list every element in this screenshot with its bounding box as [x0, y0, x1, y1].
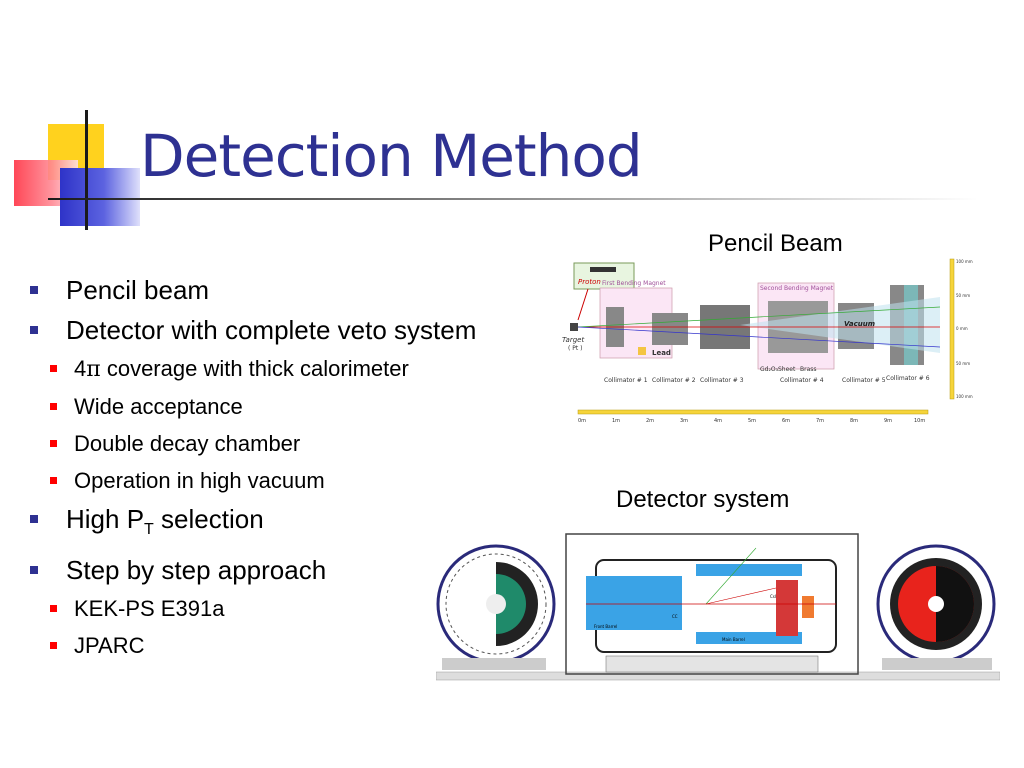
svg-text:100 mm: 100 mm: [956, 259, 973, 264]
detector-front-view: [436, 544, 556, 670]
bullet-pencil-beam: Pencil beam: [30, 270, 550, 310]
sub-bullet-decay-chamber: Double decay chamber: [30, 425, 550, 462]
bullet-step-approach: Step by step approach: [30, 550, 550, 590]
side-scale-labels: 100 mm 50 mm 0 mm 50 mm 100 mm: [956, 259, 973, 399]
csi-label: CsI: [770, 594, 776, 599]
main-barrel-label: Main Barrel: [722, 637, 745, 642]
bullet-list: Pencil beam Detector with complete veto …: [30, 270, 550, 664]
sub-bullet-vacuum: Operation in high vacuum: [30, 462, 550, 499]
target-material-label: ( Pt ): [568, 345, 582, 352]
svg-text:0 mm: 0 mm: [956, 326, 968, 331]
main-barrel-top: [696, 564, 802, 576]
proton-label: Proton: [578, 278, 601, 286]
vacuum-beam: [740, 297, 940, 353]
sub-bullet-coverage: 4π coverage with thick calorimeter: [30, 350, 550, 388]
cc-block: [802, 596, 814, 618]
pencil-beam-diagram: Proton Target ( Pt ) First Bending Magne…: [562, 258, 973, 424]
csi-block: [776, 580, 798, 636]
length-scale-bar: [577, 409, 929, 415]
svg-text:5m: 5m: [748, 418, 756, 424]
svg-text:4m: 4m: [714, 418, 722, 424]
svg-text:7m: 7m: [816, 418, 824, 424]
svg-text:0m: 0m: [578, 418, 586, 424]
side-scale-bar: [949, 258, 955, 400]
svg-text:100 mm: 100 mm: [956, 394, 973, 399]
sub-bullet-kek: KEK-PS E391a: [30, 590, 550, 627]
sheet-label: Gd₂O₃Sheet: [760, 366, 796, 373]
length-scale-labels: 0m 1m 2m 3m 4m 5m 6m 7m 8m 9m 10m: [578, 418, 925, 424]
svg-text:3m: 3m: [680, 418, 688, 424]
pencil-beam-caption: Pencil Beam: [708, 230, 843, 257]
sub-bullet-jparc: JPARC: [30, 627, 550, 664]
sub-bullet-acceptance: Wide acceptance: [30, 388, 550, 425]
front-barrel-label: Front Barrel: [594, 624, 617, 629]
svg-text:10m: 10m: [914, 418, 925, 424]
target-label: Target: [562, 336, 584, 344]
detector-side-view: Front Barrel Main Barrel CsI CC: [565, 533, 859, 675]
decor-blue-square: [60, 168, 140, 226]
slide-title: Detection Method: [140, 122, 643, 190]
svg-text:8m: 8m: [850, 418, 858, 424]
svg-text:50 mm: 50 mm: [956, 293, 970, 298]
bullet-high-pt: High PT selection: [30, 499, 550, 550]
brass-label: Brass: [800, 366, 817, 373]
collimator-label-6: Collimator # 6: [886, 375, 930, 382]
svg-text:50 mm: 50 mm: [956, 361, 970, 366]
svg-text:6m: 6m: [782, 418, 790, 424]
title-underline: [48, 198, 978, 200]
first-magnet-label: First Bending Magnet: [602, 280, 666, 287]
svg-text:2m: 2m: [646, 418, 654, 424]
collimator-label-4: Collimator # 4: [780, 377, 824, 384]
cc-label: CC: [672, 614, 678, 619]
target-block: [570, 323, 578, 331]
detector-diagram: Front Barrel Main Barrel CsI CC: [436, 533, 1000, 681]
detector-rear-view: [876, 544, 996, 670]
lead-label: Lead: [652, 349, 671, 357]
second-magnet-label: Second Bending Magnet: [760, 285, 834, 292]
decor-vertical-line: [85, 110, 88, 230]
bullet-veto-system: Detector with complete veto system: [30, 310, 550, 350]
svg-text:1m: 1m: [612, 418, 620, 424]
detector-caption: Detector system: [616, 486, 790, 513]
vacuum-label: Vacuum: [844, 320, 875, 328]
collimator-label-1: Collimator # 1: [604, 377, 648, 384]
collimator-label-5: Collimator # 5: [842, 377, 886, 384]
svg-text:9m: 9m: [884, 418, 892, 424]
collimator-label-3: Collimator # 3: [700, 377, 744, 384]
collimator-label-2: Collimator # 2: [652, 377, 696, 384]
pi-symbol: π: [86, 357, 101, 382]
main-barrel-bottom: [696, 632, 802, 644]
front-barrel: [586, 576, 682, 630]
collimator-2: [652, 313, 688, 345]
